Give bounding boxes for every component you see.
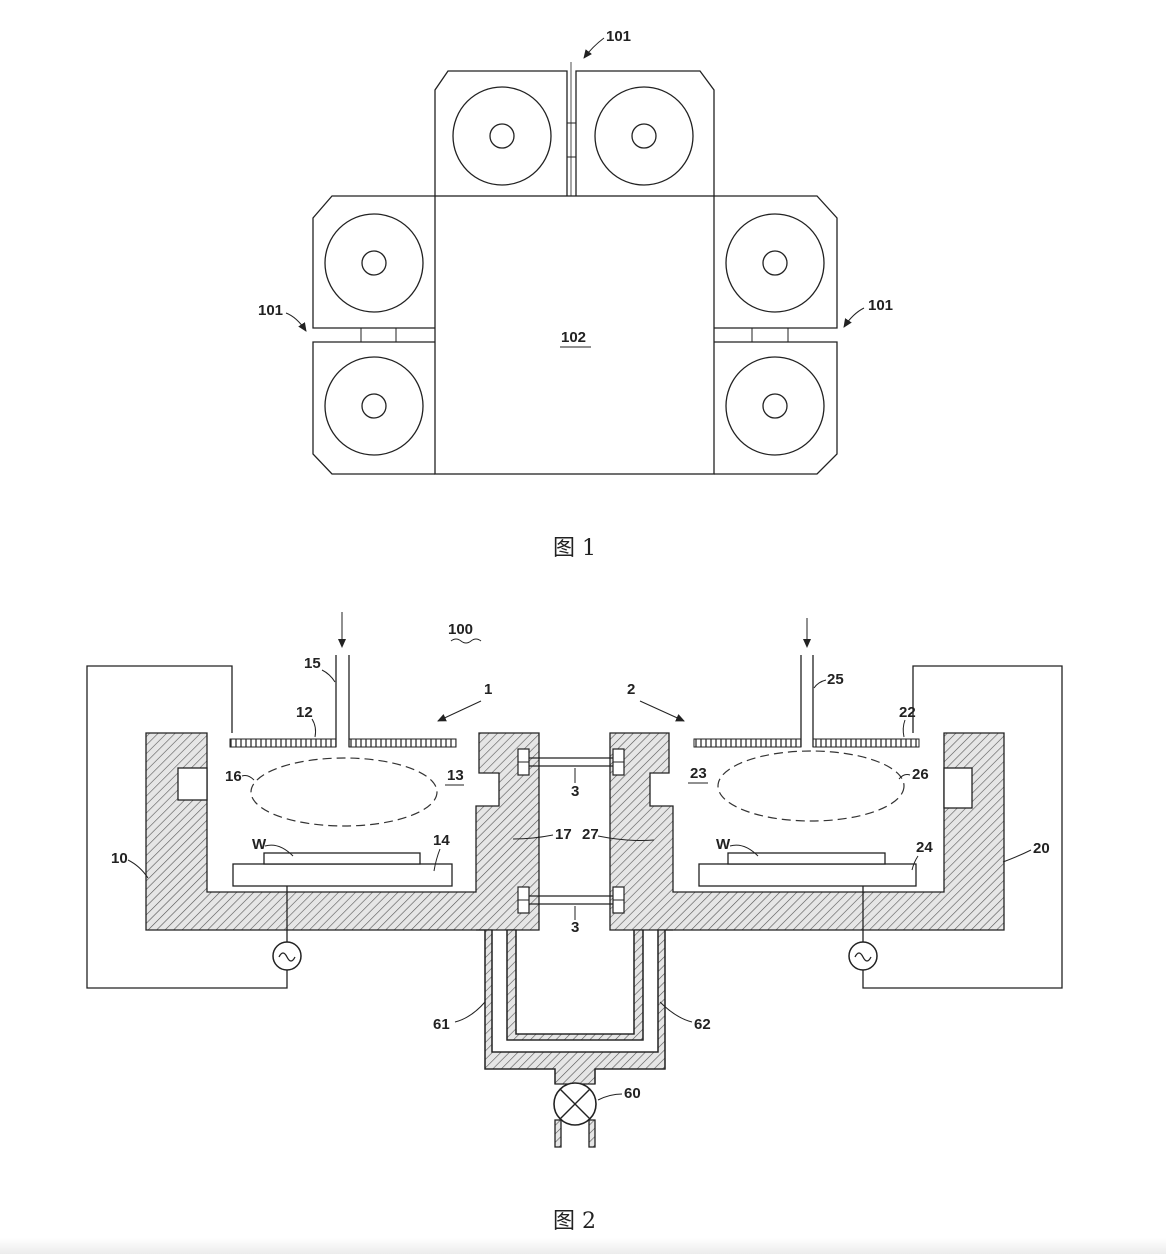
page-edge-shadow [0, 1238, 1166, 1254]
rf-wire-left [86, 665, 288, 989]
connector-lower [517, 886, 625, 914]
label-plasma-2: 26 [912, 766, 929, 783]
figure-1-caption: 图 1 [553, 536, 596, 561]
label-pedestal-2: 24 [916, 839, 933, 856]
right-chamber-lower [714, 341, 838, 475]
label-chamber-pair-top: 101 [606, 28, 631, 45]
showerhead-right-a [693, 738, 802, 748]
pump-valve-icon [553, 1082, 597, 1126]
chamber-wall-left [145, 732, 540, 931]
rf-source-right-icon [848, 941, 878, 971]
connector-upper [517, 748, 625, 776]
label-pedestal-1: 14 [433, 832, 450, 849]
label-chamber-pair-right: 101 [868, 297, 893, 314]
plasma-region-right [717, 750, 905, 822]
figure-1: 102 101 101 101 图 1 [258, 28, 893, 561]
left-chamber-upper [312, 195, 435, 329]
wafer-left [263, 852, 421, 865]
transfer-chamber [434, 195, 715, 475]
label-chamber-2: 2 [627, 681, 635, 698]
label-wall-2: 20 [1033, 840, 1050, 857]
side-port-left [177, 767, 208, 801]
showerhead-left-a [229, 738, 337, 748]
label-gas-inlet-2: 25 [827, 671, 844, 688]
wafer-right [727, 852, 886, 865]
figure-2-caption: 图 2 [553, 1209, 596, 1234]
side-port-right [943, 767, 973, 809]
pedestal-right [698, 863, 917, 887]
label-connector-upper: 3 [571, 783, 579, 800]
label-showerhead-2: 22 [899, 704, 916, 721]
right-chamber-upper [714, 195, 838, 329]
label-exhaust-2: 62 [694, 1016, 711, 1033]
figure-2: 100 [86, 612, 1063, 1234]
label-chamber-1: 1 [484, 681, 492, 698]
chamber-wall-right [609, 732, 1005, 931]
label-channel-2: 27 [582, 826, 599, 843]
plasma-region-left [250, 757, 438, 827]
label-exhaust-1: 61 [433, 1016, 450, 1033]
label-chamber-pair-left: 101 [258, 302, 283, 319]
label-plasma-1: 16 [225, 768, 242, 785]
left-chamber-lower [312, 341, 435, 475]
label-connector-lower: 3 [571, 919, 579, 936]
label-wall-1: 10 [111, 850, 128, 867]
top-chamber-right [575, 70, 715, 196]
label-channel-1: 17 [555, 826, 572, 843]
label-showerhead-1: 12 [296, 704, 313, 721]
label-pump-valve: 60 [624, 1085, 641, 1102]
rf-wire-right [862, 665, 1063, 989]
label-wafer-2: W [716, 836, 731, 853]
label-gas-inlet-1: 15 [304, 655, 321, 672]
label-wafer-1: W [252, 836, 267, 853]
showerhead-left-b [348, 738, 457, 748]
label-process-space-1: 13 [447, 767, 464, 784]
label-system: 100 [448, 621, 473, 638]
pedestal-left [232, 863, 453, 887]
showerhead-right-b [812, 738, 920, 748]
rf-source-left-icon [272, 941, 302, 971]
label-transfer-chamber: 102 [561, 329, 586, 346]
top-chamber-left [434, 70, 568, 196]
outlet-pipe [554, 1119, 596, 1148]
label-process-space-2: 23 [690, 765, 707, 782]
